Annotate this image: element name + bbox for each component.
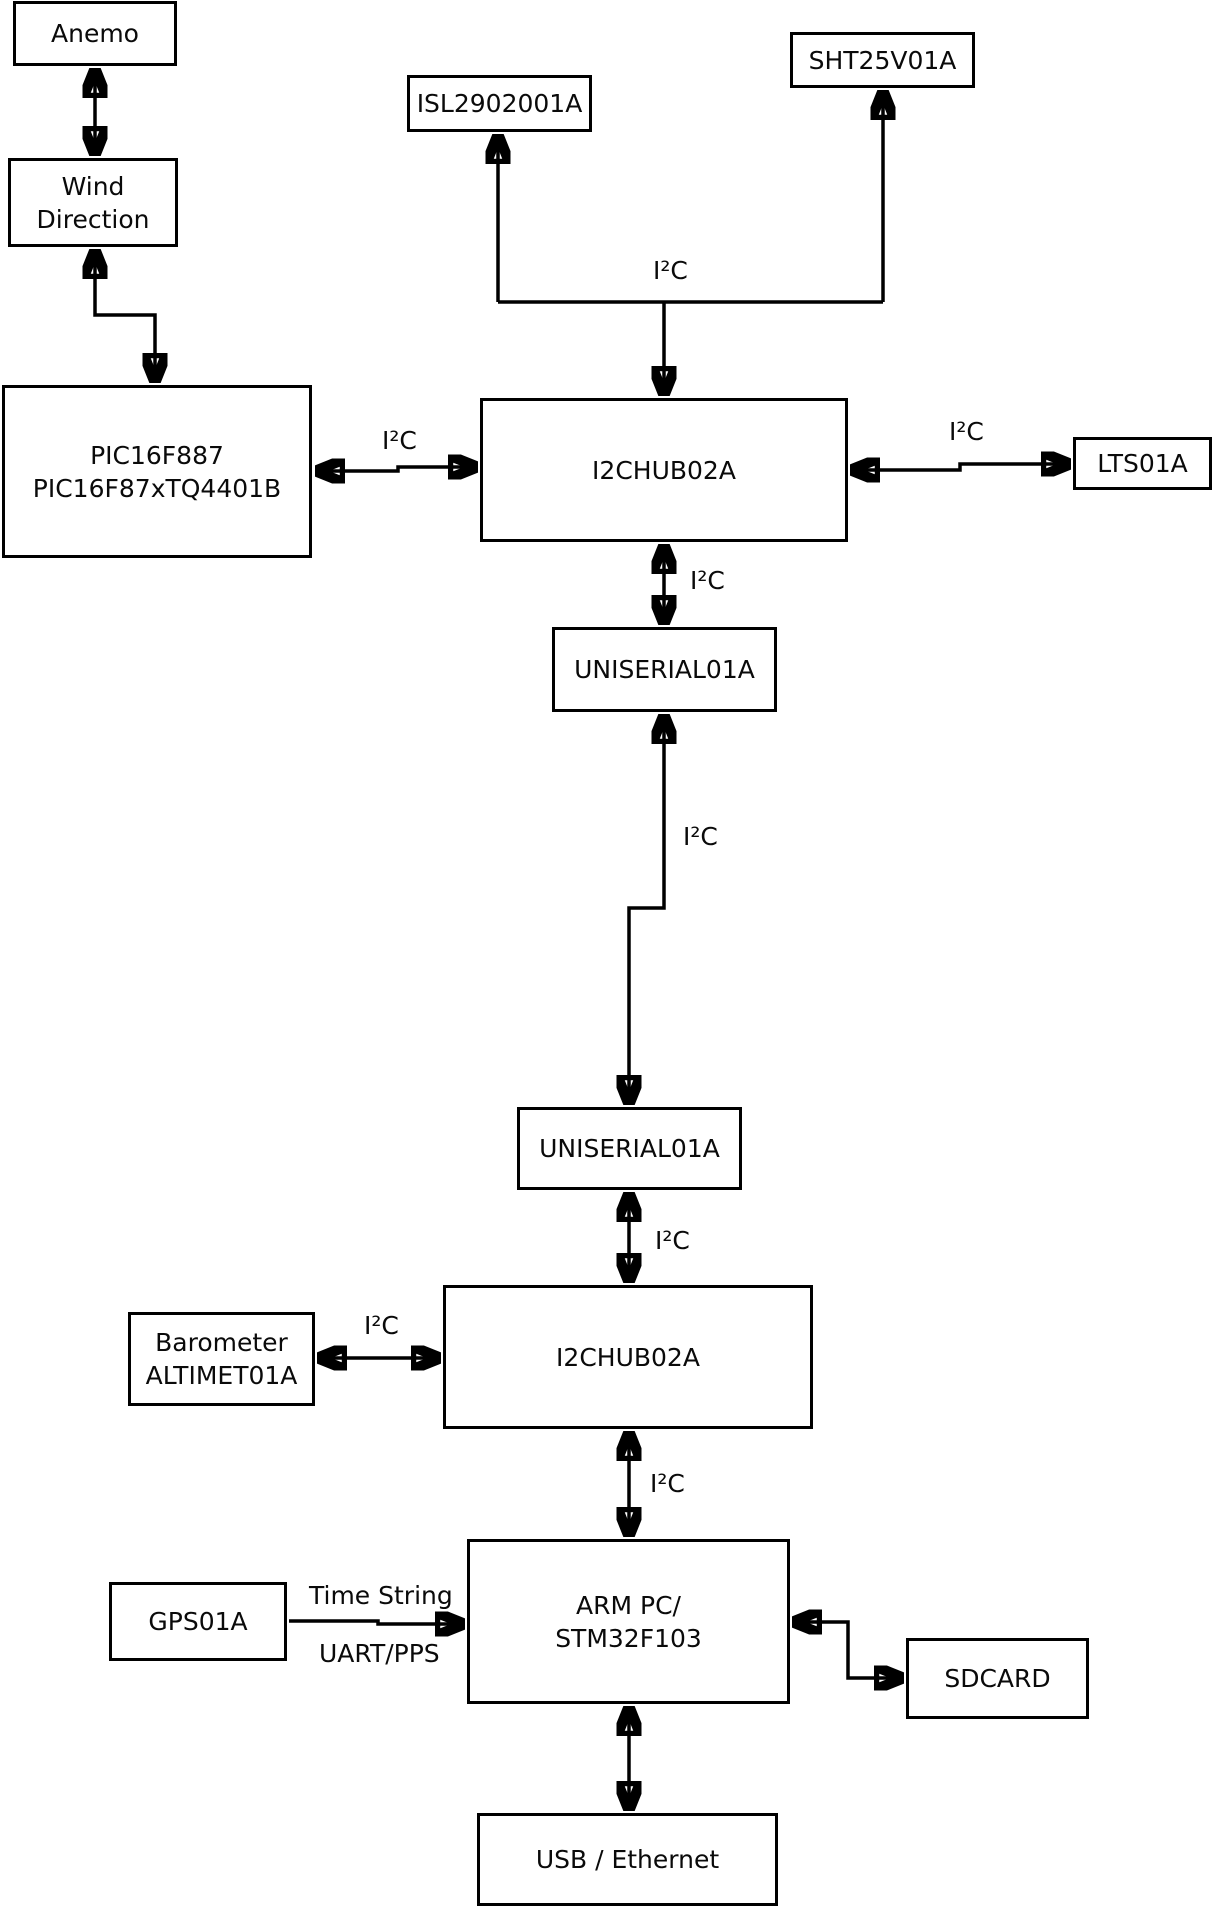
edge-label-i2c-hub2-arm: I²C bbox=[650, 1469, 685, 1498]
node-pic16f887: PIC16F887 PIC16F87xTQ4401B bbox=[2, 385, 312, 558]
node-sht25v01a: SHT25V01A bbox=[790, 32, 975, 88]
node-label: Barometer bbox=[155, 1328, 288, 1357]
node-gps01a: GPS01A bbox=[109, 1582, 287, 1661]
edge-label-i2c-pic-hub1: I²C bbox=[382, 426, 417, 455]
edge-label-uart-pps: UART/PPS bbox=[319, 1639, 440, 1668]
node-anemo: Anemo bbox=[13, 1, 177, 66]
node-label: PIC16F887 bbox=[90, 440, 224, 470]
node-uniserial01a-2: UNISERIAL01A bbox=[517, 1107, 742, 1190]
node-label: UNISERIAL01A bbox=[574, 655, 755, 684]
node-i2chub02a-1: I2CHUB02A bbox=[480, 398, 848, 542]
node-label: I2CHUB02A bbox=[556, 1342, 700, 1372]
edge-arm-sdcard bbox=[792, 1622, 904, 1678]
edge-uniserial1-uniserial2 bbox=[629, 714, 664, 1105]
node-sdcard: SDCARD bbox=[906, 1638, 1089, 1719]
edge-hub1-lts bbox=[850, 464, 1071, 470]
node-label: STM32F103 bbox=[555, 1623, 702, 1653]
node-isl2902001a: ISL2902001A bbox=[407, 75, 592, 132]
node-label: Wind bbox=[61, 171, 125, 201]
node-label: SHT25V01A bbox=[808, 45, 957, 75]
node-arm-pc-stm32f103: ARM PC/ STM32F103 bbox=[467, 1539, 790, 1704]
node-label: UNISERIAL01A bbox=[539, 1134, 720, 1163]
node-uniserial01a-1: UNISERIAL01A bbox=[552, 627, 777, 712]
edge-label-time-string: Time String bbox=[309, 1581, 453, 1610]
edge-label-i2c-baro-hub2: I²C bbox=[364, 1311, 399, 1340]
node-label: LTS01A bbox=[1097, 449, 1188, 478]
node-label: I2CHUB02A bbox=[592, 455, 736, 485]
node-label: ARM PC/ bbox=[576, 1590, 681, 1620]
node-barometer-altimet01a: Barometer ALTIMET01A bbox=[128, 1312, 315, 1406]
node-label: Direction bbox=[36, 204, 150, 234]
edge-label-i2c-uni2-hub2: I²C bbox=[655, 1226, 690, 1255]
node-label: Anemo bbox=[51, 19, 139, 48]
edge-pic-hub1 bbox=[315, 467, 478, 471]
edge-label-i2c-bus-top: I²C bbox=[653, 256, 688, 285]
node-wind-direction: Wind Direction bbox=[8, 158, 178, 247]
edge-label-i2c-hub1-lts: I²C bbox=[949, 417, 984, 446]
node-usb-ethernet: USB / Ethernet bbox=[477, 1813, 778, 1906]
node-i2chub02a-2: I2CHUB02A bbox=[443, 1285, 813, 1429]
edge-winddirection-pic bbox=[95, 249, 155, 383]
node-label: GPS01A bbox=[148, 1607, 248, 1636]
edge-label-i2c-uni1-uni2: I²C bbox=[683, 822, 718, 851]
node-label: USB / Ethernet bbox=[535, 1845, 720, 1874]
node-lts01a: LTS01A bbox=[1073, 437, 1212, 490]
node-label: ALTIMET01A bbox=[145, 1361, 298, 1390]
node-label: PIC16F87xTQ4401B bbox=[32, 473, 282, 503]
edge-gps-arm bbox=[289, 1621, 465, 1624]
node-label: ISL2902001A bbox=[416, 89, 583, 118]
node-label: SDCARD bbox=[944, 1664, 1051, 1693]
edge-label-i2c-hub1-uni1: I²C bbox=[690, 566, 725, 595]
